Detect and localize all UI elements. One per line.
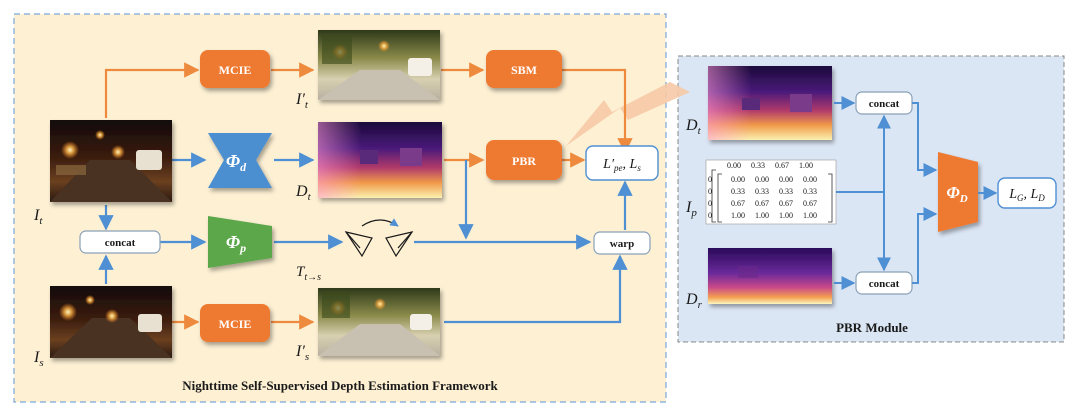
label-dt: Dt (295, 183, 312, 203)
framework-title: Nighttime Self-Supervised Depth Estimati… (182, 378, 498, 393)
matrix-header-cell: 0.33 (751, 161, 765, 170)
pbr-module-box: PBR (486, 140, 562, 180)
loss-box: L′pe, Ls (585, 145, 659, 181)
matrix-cell: 0.33 (803, 187, 817, 196)
svg-text:ΦD: ΦD (946, 183, 967, 205)
svg-text:LG, LD: LG, LD (1008, 187, 1045, 203)
output-loss-box: LG, LD (997, 177, 1057, 209)
image-is-prime (318, 288, 440, 356)
svg-text:concat: concat (869, 98, 900, 110)
label-it-prime: I′t (295, 91, 309, 111)
svg-text:PBR: PBR (512, 154, 536, 168)
matrix-cell: 1.00 (755, 211, 769, 220)
matrix-cell: 1.00 (779, 211, 793, 220)
matrix-cell: 0.33 (731, 187, 745, 196)
image-it (50, 120, 172, 202)
svg-text:Φd: Φd (226, 151, 247, 174)
matrix-cell: 0.00 (755, 175, 769, 184)
concat-left: concat (79, 230, 161, 254)
arrow-concat-bottom-to-phi (912, 207, 938, 284)
svg-text:concat: concat (869, 278, 900, 290)
mcie-bottom-module: MCIE (200, 304, 270, 342)
svg-text:Φp: Φp (226, 232, 246, 255)
arrow-sbm-to-loss (562, 68, 633, 154)
matrix-header-cell: 1.00 (799, 161, 813, 170)
svg-text:warp: warp (610, 238, 634, 250)
svg-text:SBM: SBM (511, 63, 537, 77)
matrix-side-cell: 0 (708, 175, 712, 184)
svg-text:concat: concat (105, 237, 136, 249)
matrix-side-cell: 0 (708, 199, 712, 208)
image-it-prime (318, 30, 440, 100)
mcie-top-module: MCIE (200, 50, 270, 88)
label-ip: Ip (685, 199, 697, 219)
concat-bottom: concat (855, 271, 913, 295)
svg-text:MCIE: MCIE (219, 63, 252, 77)
matrix-cell: 0.67 (779, 199, 793, 208)
matrix-cell: 0.00 (779, 175, 793, 184)
concat-top: concat (855, 91, 913, 115)
matrix-ip: 0.00 0.33 0.67 1.00 0.00 0.00 0.00 0.00 0.33 0.3… (705, 159, 837, 225)
depth-map-dr (708, 248, 832, 304)
matrix-header-cell: 0.00 (727, 161, 741, 170)
matrix-cell: 0.67 (803, 199, 817, 208)
matrix-side-cell: 0 (708, 187, 712, 196)
arrow-it-to-mcie (104, 62, 200, 118)
label-is-prime: I′s (295, 343, 309, 363)
label-dr: Dr (685, 291, 703, 311)
label-is: Is (33, 349, 44, 369)
matrix-header-cell: 0.67 (775, 161, 789, 170)
image-is (50, 286, 172, 358)
sbm-module: SBM (486, 50, 562, 88)
label-dt-right: Dt (685, 117, 702, 137)
matrix-side-cell: 0 (708, 211, 712, 220)
depth-map-dt-right (708, 66, 832, 140)
matrix-cell: 0.33 (779, 187, 793, 196)
label-pose: Tt→s (296, 264, 321, 283)
camera-pose-icon (344, 218, 414, 258)
zoom-ribbon (566, 82, 690, 146)
matrix-cell: 0.00 (731, 175, 745, 184)
svg-text:L′pe, Ls: L′pe, Ls (602, 157, 641, 173)
phi-d-network: Φd (208, 133, 272, 188)
phi-D-discriminator: ΦD (938, 152, 978, 232)
matrix-cell: 1.00 (803, 211, 817, 220)
warp-box: warp (593, 231, 651, 255)
matrix-cell: 1.00 (731, 211, 745, 220)
label-it: It (33, 207, 43, 227)
pbr-module-title: PBR Module (836, 320, 908, 335)
matrix-cell: 0.67 (755, 199, 769, 208)
matrix-cell: 0.00 (803, 175, 817, 184)
phi-p-network: Φp (208, 216, 272, 268)
matrix-cell: 0.33 (755, 187, 769, 196)
arrow-concat-top-to-phi (912, 102, 938, 177)
arrow-isprime-to-warp (444, 254, 628, 324)
svg-text:MCIE: MCIE (219, 317, 252, 331)
depth-map-dt (318, 122, 442, 198)
matrix-cell: 0.67 (731, 199, 745, 208)
